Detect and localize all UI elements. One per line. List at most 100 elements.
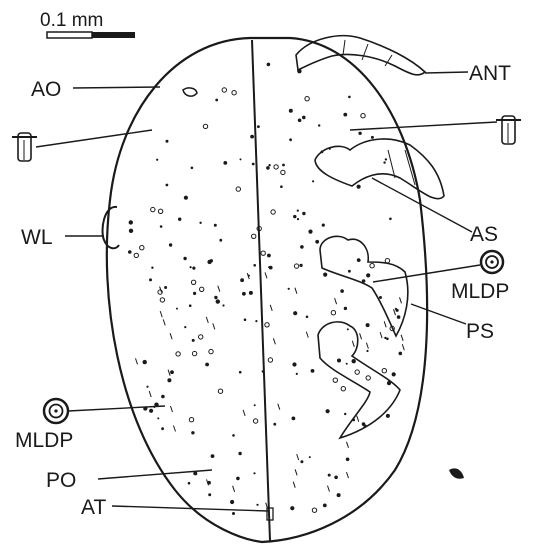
pore-ring: [333, 378, 337, 382]
pore-ring: [274, 165, 278, 169]
pore-ring: [218, 389, 222, 393]
pore-dot: [346, 458, 350, 462]
pore-ring: [382, 369, 386, 373]
seta-tick: [384, 321, 386, 327]
anal-opening-mark: [183, 88, 197, 96]
seta-tick: [352, 341, 354, 347]
pore-dot: [364, 425, 367, 428]
leg-1: [315, 139, 444, 199]
pore-dot: [216, 299, 220, 303]
pore-dot: [289, 138, 292, 141]
pore-dot: [366, 350, 368, 352]
seta-tick: [347, 442, 349, 448]
pore-dot: [242, 292, 246, 296]
pore-ring: [294, 264, 298, 268]
pore-dot: [192, 339, 195, 342]
label-ant: ANT: [469, 62, 511, 85]
pore-ring: [160, 298, 164, 302]
pore-dot: [129, 229, 133, 233]
pore-dot: [346, 363, 348, 365]
label-po: PO: [46, 469, 76, 492]
pore-dot: [280, 185, 283, 188]
pore-ring: [355, 370, 359, 374]
pore-dot: [161, 427, 164, 430]
pore-dot: [289, 109, 293, 113]
pore-dot: [326, 409, 330, 413]
pore-dot: [306, 316, 309, 319]
pore-dot: [239, 371, 242, 374]
pore-dot: [262, 370, 264, 372]
label-as: AS: [470, 223, 498, 246]
pore-dot: [161, 395, 165, 399]
pore-dot: [273, 423, 276, 426]
pore-ring: [385, 259, 389, 263]
pore-dot: [300, 245, 304, 249]
pore-dot: [191, 431, 194, 434]
pore-dot: [255, 320, 257, 322]
pore-dot: [397, 315, 401, 319]
pore-dot: [297, 218, 299, 220]
pore-dot: [205, 363, 209, 367]
pore-dot: [256, 504, 258, 506]
pore-dot: [146, 386, 148, 388]
pore-dot: [302, 116, 306, 120]
tubular-duct-left: [12, 133, 37, 161]
seta-tick: [394, 309, 396, 315]
antenna: [296, 36, 425, 75]
pore-dot: [191, 167, 194, 170]
pore-dot: [334, 476, 338, 480]
labels: AO ANT WL AS MLDP PS MLDP PO AT: [15, 62, 511, 519]
pore-dot: [357, 258, 361, 262]
pore-dot: [337, 359, 341, 363]
scale-bar: 0.1 mm: [40, 10, 135, 38]
pore-dot: [268, 266, 270, 268]
label-mldp-right: MLDP: [451, 280, 509, 303]
seta-tick: [293, 482, 295, 488]
stray-ink-mark: [449, 468, 464, 478]
seta-tick: [163, 319, 165, 325]
label-ps: PS: [466, 320, 494, 343]
pore-dot: [210, 259, 213, 262]
pore-dot: [302, 212, 305, 215]
pore-dot: [348, 96, 351, 99]
pore-dot: [232, 434, 235, 437]
pore-dot: [296, 373, 298, 375]
seta-tick: [400, 297, 402, 303]
seta-tick: [213, 323, 215, 329]
pore-dot: [164, 286, 167, 289]
pore-dot: [298, 119, 302, 123]
seta-tick: [306, 332, 308, 338]
seta-tick: [328, 486, 330, 492]
pore-ring: [341, 387, 345, 391]
seta-tick: [357, 416, 359, 422]
pore-dot: [184, 326, 186, 328]
leader-ant: [425, 72, 468, 73]
pore-dot: [249, 291, 253, 295]
seta-tick: [168, 370, 170, 376]
pore-dot: [267, 63, 271, 67]
pore-dot: [288, 288, 290, 290]
pore-dot: [244, 318, 247, 321]
mldp-enlarged-left: [44, 399, 68, 423]
pore-dot: [214, 224, 217, 227]
pore-dot: [366, 323, 370, 327]
pore-dot: [253, 472, 255, 474]
pore-dot: [214, 296, 217, 299]
seta-tick: [174, 426, 176, 432]
pore-dot: [371, 136, 374, 139]
seta-tick: [401, 335, 403, 341]
leader-duct-left: [36, 130, 152, 147]
seta-tick: [206, 317, 208, 323]
seta-tick: [149, 391, 151, 397]
pore-dot: [149, 409, 153, 413]
pore-dot: [176, 308, 178, 310]
pore-dot: [323, 273, 327, 277]
seta-tick: [265, 272, 267, 278]
pore-dot: [170, 370, 174, 374]
seta-tick: [402, 344, 404, 350]
pore-dot: [253, 264, 256, 267]
leader-duct-right: [350, 122, 497, 130]
seta-tick: [347, 472, 349, 478]
label-mldp-left: MLDP: [15, 429, 73, 452]
pore-dot: [358, 132, 361, 135]
